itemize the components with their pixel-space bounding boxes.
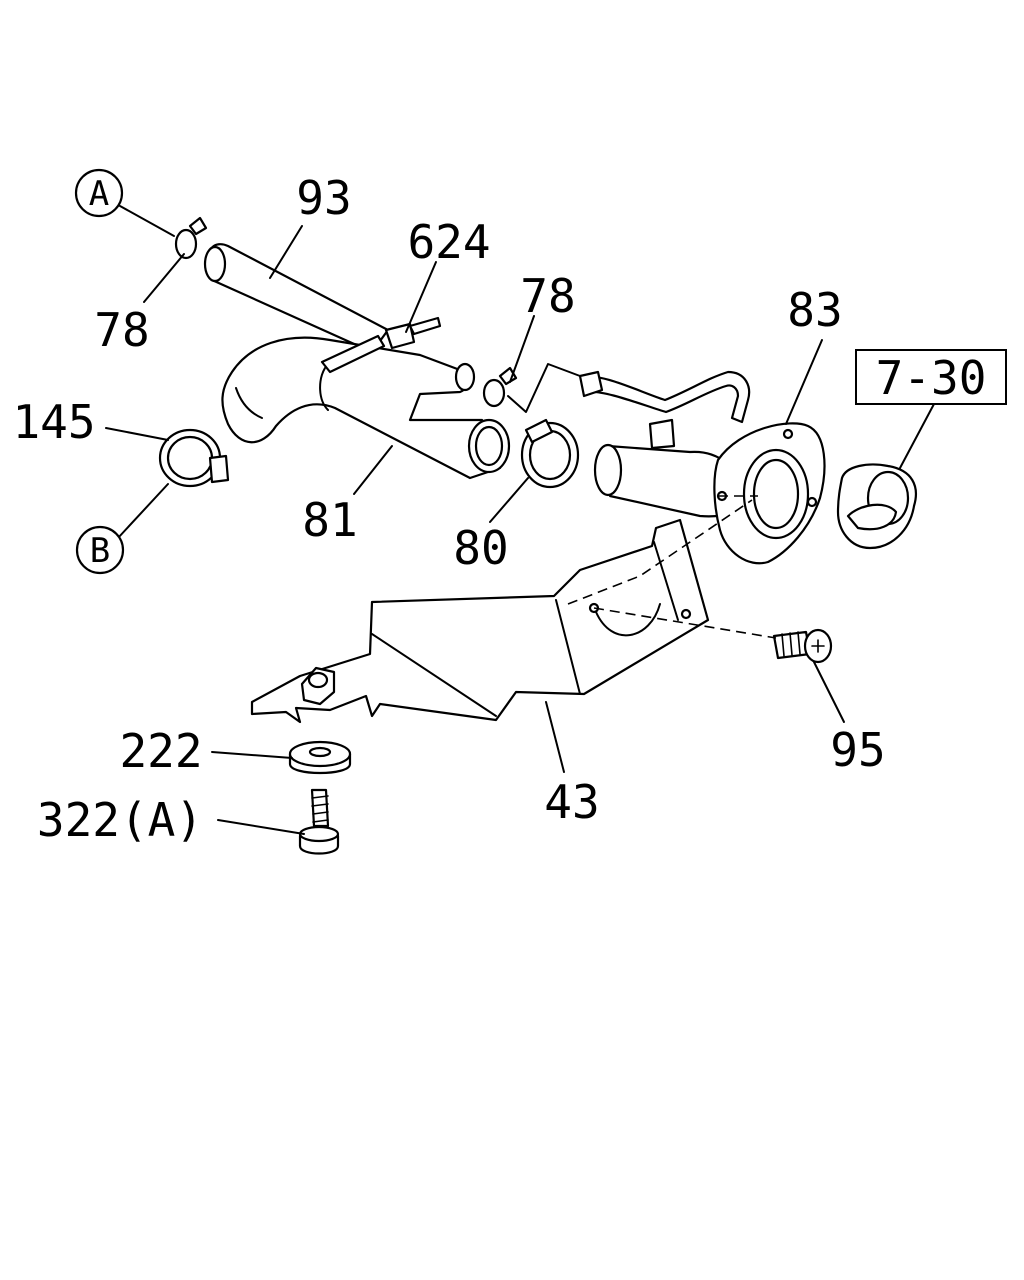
clamp-145 [158,428,230,488]
callout-7-30: 7-30 [876,351,987,405]
callout-78-left: 78 [94,303,149,357]
callout-145: 145 [12,395,95,449]
clip-624 [384,316,442,350]
bracket-43 [250,518,710,724]
callout-78-right: 78 [520,269,575,323]
callout-80: 80 [453,521,508,575]
bolt-322a [298,788,340,855]
callout-93: 93 [296,171,351,225]
clamp-80 [520,418,580,489]
alignment-lines [567,495,777,639]
reference-label-b: B [90,531,110,571]
callout-624: 624 [407,215,490,269]
callout-322a: 322(A) [37,793,203,847]
reference-circle-a [74,168,124,218]
leader-lines [105,205,935,835]
callout-95: 95 [830,723,885,777]
hose-81 [221,334,511,480]
callout-222: 222 [119,724,202,778]
reference-circle-b [75,525,125,575]
washer-222 [288,740,352,775]
vent-pipe [507,363,581,413]
callout-43: 43 [544,775,599,829]
callout-83: 83 [787,283,842,337]
clamp-78-left [174,216,208,260]
screw-95 [772,628,833,664]
clamp-78-right [482,366,518,408]
fuel-cap-7-30 [836,463,917,550]
callout-81: 81 [302,493,357,547]
reference-box-7-30 [855,349,1007,405]
filler-neck-83 [578,370,826,565]
hose-93 [203,243,390,354]
reference-label-a: A [89,174,109,214]
